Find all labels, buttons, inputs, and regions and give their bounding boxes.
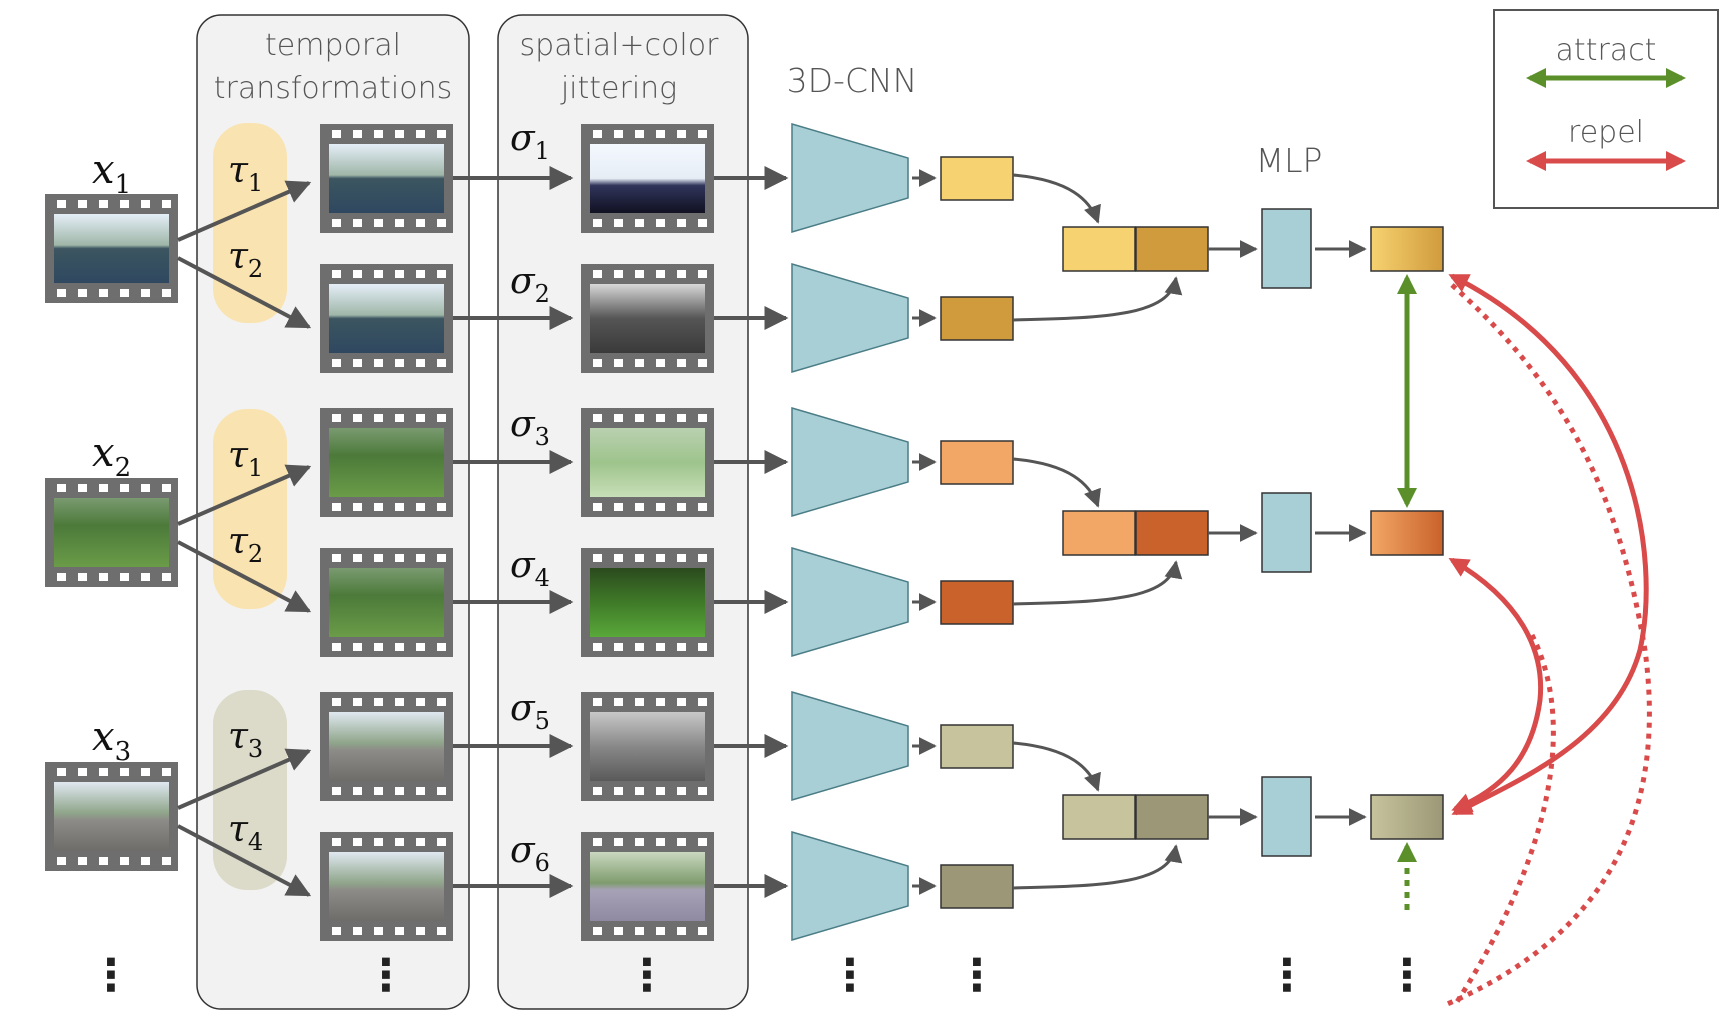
concat-box-1a [1062, 226, 1136, 272]
temporal-arrows [177, 180, 312, 897]
jittered-clip-4 [581, 548, 714, 657]
temporal-clip-1 [320, 124, 453, 233]
jittered-clip-5 [581, 692, 714, 801]
temporal-clip-3 [320, 408, 453, 517]
temporal-pill-x1 [213, 123, 287, 323]
mlp-block-2 [1261, 492, 1312, 573]
sigma-label-4: σ4 [510, 545, 550, 592]
feature-box-6 [940, 864, 1014, 909]
repel-arrow-2-dotted [1452, 633, 1556, 1007]
jittered-clip-2 [581, 264, 714, 373]
feature-box-4 [940, 580, 1014, 625]
temporal-pill-x2 [213, 409, 287, 609]
concat-box-2b [1135, 510, 1209, 556]
embedding-3 [1370, 794, 1444, 840]
feature-box-2 [940, 296, 1014, 341]
embedding-1 [1370, 226, 1444, 272]
input-video-x1 [45, 194, 178, 303]
concat-box-2a [1062, 510, 1136, 556]
mlp-block-1 [1261, 208, 1312, 289]
cnn-input-arrows [714, 166, 789, 898]
feature-box-5 [940, 724, 1014, 769]
mlp-input-arrows [1208, 240, 1258, 826]
sigma-label-3: σ3 [510, 404, 550, 451]
input-video-x2 [45, 478, 178, 587]
cnn-encoder-5 [791, 690, 909, 802]
cnn-encoder-2 [791, 262, 909, 374]
mlp-block-3 [1261, 776, 1312, 857]
repel-arrow-2-3 [1448, 557, 1544, 812]
concat-box-3b [1135, 794, 1209, 840]
cnn-encoder-3 [791, 406, 909, 518]
ellipsis-spatial: ⋮ [625, 950, 669, 1001]
ellipsis-inputs: ⋮ [89, 950, 133, 1001]
cnn-label: 3D-CNN [787, 61, 918, 100]
input-label-x3: x3 [92, 714, 131, 767]
concat-arrows [1012, 173, 1183, 890]
cnn-encoder-1 [791, 122, 909, 234]
temporal-clip-2 [320, 264, 453, 373]
tau-label-1: τ1 [228, 150, 263, 197]
repel-arrow-1-dotted [1444, 283, 1652, 1008]
jittered-clip-6 [581, 832, 714, 941]
sigma-label-1: σ1 [510, 118, 550, 165]
ellipsis-temporal: ⋮ [364, 950, 408, 1001]
feature-arrows [912, 169, 937, 895]
cnn-encoder-6 [791, 830, 909, 942]
temporal-clip-4 [320, 548, 453, 657]
temporal-title-line2: transformations [214, 71, 453, 106]
spatial-title-line1: spatial+color [520, 28, 720, 63]
embedding-2 [1370, 510, 1444, 556]
concat-box-3a [1062, 794, 1136, 840]
ellipsis-features: ⋮ [955, 950, 999, 1001]
input-label-x1: x1 [92, 147, 131, 200]
cnn-encoder-4 [791, 546, 909, 658]
legend-repel-label: repel [1568, 115, 1644, 150]
mlp-label: MLP [1256, 141, 1323, 180]
concat-box-1b [1135, 226, 1209, 272]
tau-label-4: τ2 [228, 521, 263, 568]
spatial-title-line2: jittering [560, 71, 677, 106]
temporal-clip-5 [320, 692, 453, 801]
sigma-label-2: σ2 [510, 261, 550, 308]
tau-label-3: τ1 [228, 435, 263, 482]
jittered-clip-1 [581, 124, 714, 233]
repel-arrow-1-3 [1448, 273, 1649, 816]
temporal-clip-6 [320, 832, 453, 941]
embedding-arrows [1315, 240, 1367, 826]
tau-label-2: τ2 [228, 236, 263, 283]
sigma-label-6: σ6 [510, 830, 550, 877]
feature-box-3 [940, 440, 1014, 485]
temporal-pill-x3 [213, 690, 287, 890]
spatial-arrows [453, 166, 574, 898]
input-video-x3 [45, 762, 178, 871]
legend-attract-label: attract [1556, 33, 1657, 68]
temporal-title-line1: temporal [265, 28, 401, 63]
tau-label-6: τ4 [228, 809, 263, 856]
ellipsis-cnn: ⋮ [828, 950, 872, 1001]
tau-label-5: τ3 [228, 716, 263, 763]
ellipsis-embeddings: ⋮ [1385, 950, 1429, 1001]
legend-box [1493, 9, 1719, 209]
input-label-x2: x2 [92, 430, 131, 483]
sigma-label-5: σ5 [510, 688, 550, 735]
jittered-clip-3 [581, 408, 714, 517]
ellipsis-mlp: ⋮ [1265, 950, 1309, 1001]
feature-box-1 [940, 156, 1014, 201]
